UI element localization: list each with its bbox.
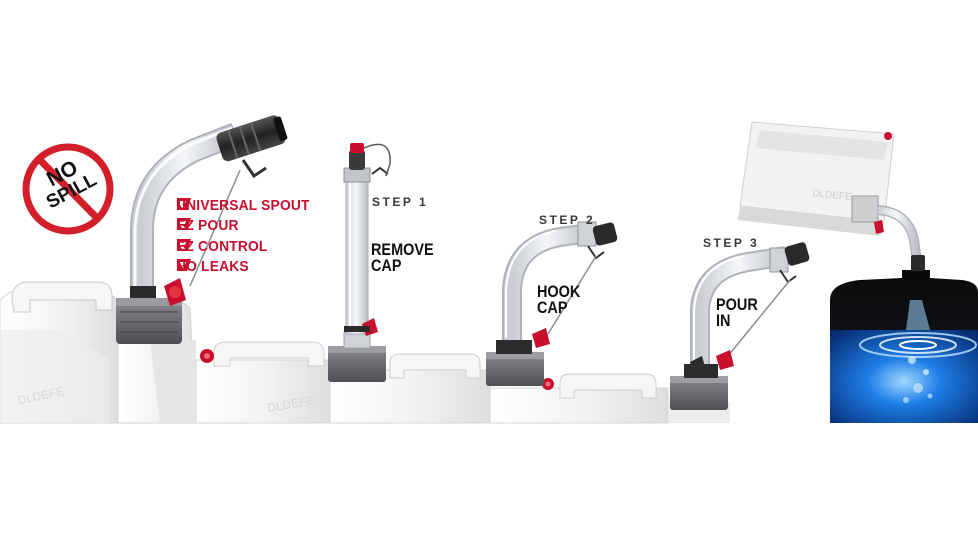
step2-spout bbox=[486, 221, 618, 386]
step-1-instruction: REMOVE CAP bbox=[371, 240, 434, 275]
step-2-title: STEP 2 bbox=[539, 213, 596, 227]
feature-item-no-leaks: NO LEAKS bbox=[176, 258, 255, 275]
feature-item-ez-control: EZ CONTROL bbox=[176, 238, 276, 255]
feature-label: NO LEAKS bbox=[176, 258, 249, 275]
brand-r-icon bbox=[177, 218, 191, 230]
svg-text:DLDEFE: DLDEFE bbox=[812, 188, 853, 203]
step-3-title: STEP 3 bbox=[703, 236, 760, 250]
feature-label: EZ POUR bbox=[176, 217, 239, 234]
brand-r-icon bbox=[177, 198, 191, 210]
tilted-fuel-can: DLDEFE bbox=[738, 121, 925, 271]
step1-spout bbox=[328, 143, 391, 382]
step-1-title: STEP 1 bbox=[372, 195, 429, 209]
step-2-instruction: HOOK CAP bbox=[537, 282, 581, 317]
brand-r-icon bbox=[177, 239, 191, 251]
step3-spout bbox=[670, 242, 810, 410]
water-tank bbox=[830, 270, 978, 423]
hero-spout bbox=[130, 115, 288, 306]
brand-r-icon bbox=[177, 259, 191, 271]
step-3-instruction: POUR IN bbox=[716, 295, 758, 330]
feature-label: EZ CONTROL bbox=[176, 238, 268, 255]
feature-item-ez-pour: EZ POUR bbox=[176, 217, 244, 234]
step-2-line-1: HOOK bbox=[537, 282, 581, 301]
hero-cap bbox=[116, 298, 182, 344]
step-2-line-2: CAP bbox=[537, 298, 568, 317]
step-3-line-2: IN bbox=[716, 311, 731, 330]
background-can-1: DLDEFE bbox=[195, 341, 331, 424]
feature-item-universal-spout: UNIVERSAL SPOUT bbox=[176, 197, 321, 214]
feature-label: UNIVERSAL SPOUT bbox=[176, 197, 310, 214]
no-spill-badge bbox=[22, 143, 114, 235]
step-3-line-1: POUR bbox=[716, 295, 758, 314]
step-1-line-2: CAP bbox=[371, 256, 402, 275]
step-1-line-1: REMOVE bbox=[371, 240, 434, 259]
